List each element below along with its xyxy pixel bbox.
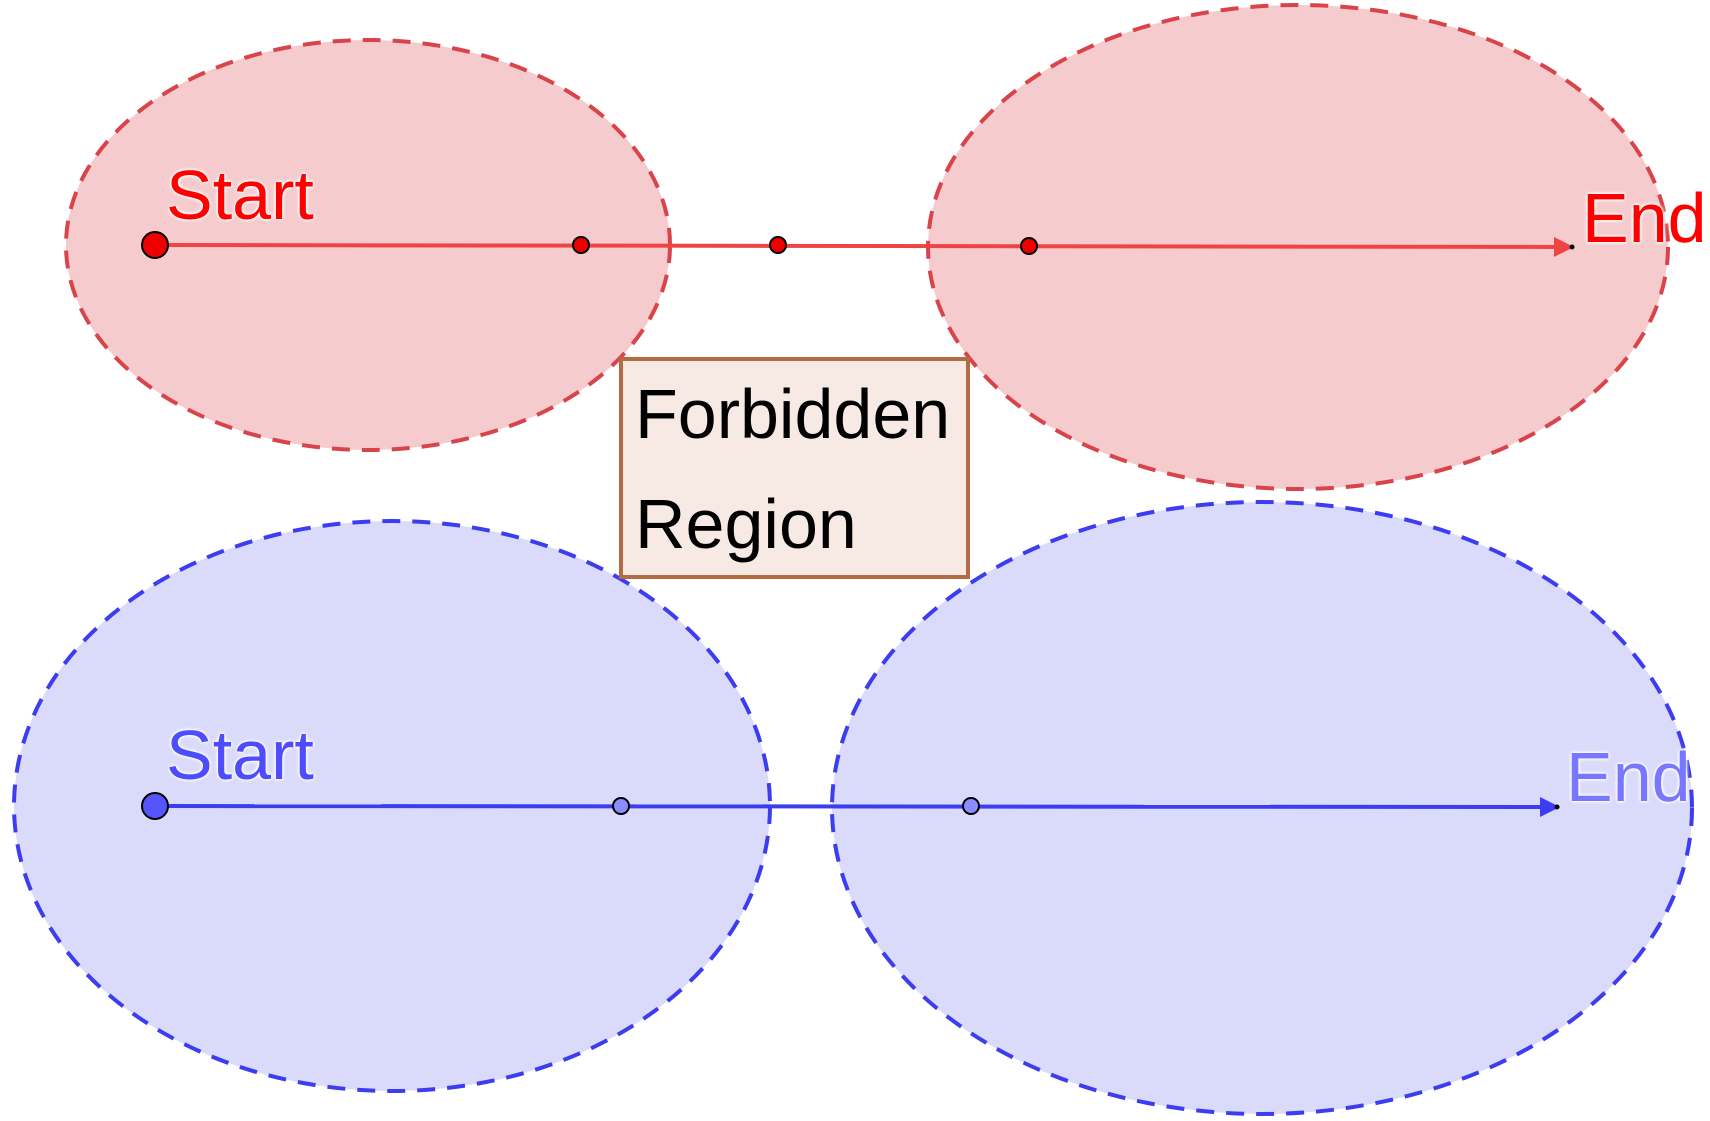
blue-waypoint-1 — [612, 797, 630, 815]
blue-start-point — [141, 792, 169, 820]
red-waypoint-2 — [769, 236, 787, 254]
red-end-point — [1569, 244, 1575, 250]
forbidden-region-line2: Region — [635, 485, 857, 563]
red-path-arrow — [154, 236, 1574, 257]
red-waypoint-1 — [572, 236, 590, 254]
blue-end-point — [1554, 804, 1560, 810]
blue-start-label: Start — [166, 716, 314, 794]
forbidden-region-box: Forbidden Region — [619, 357, 970, 579]
blue-end-label: End — [1566, 738, 1691, 816]
red-end-label: End — [1582, 179, 1707, 257]
red-start-label: Start — [166, 156, 314, 234]
red-waypoint-3 — [1020, 237, 1038, 255]
blue-path-arrow — [154, 796, 1560, 817]
red-start-point — [141, 231, 169, 259]
forbidden-region-line1: Forbidden — [635, 375, 951, 453]
blue-waypoint-2 — [962, 797, 980, 815]
